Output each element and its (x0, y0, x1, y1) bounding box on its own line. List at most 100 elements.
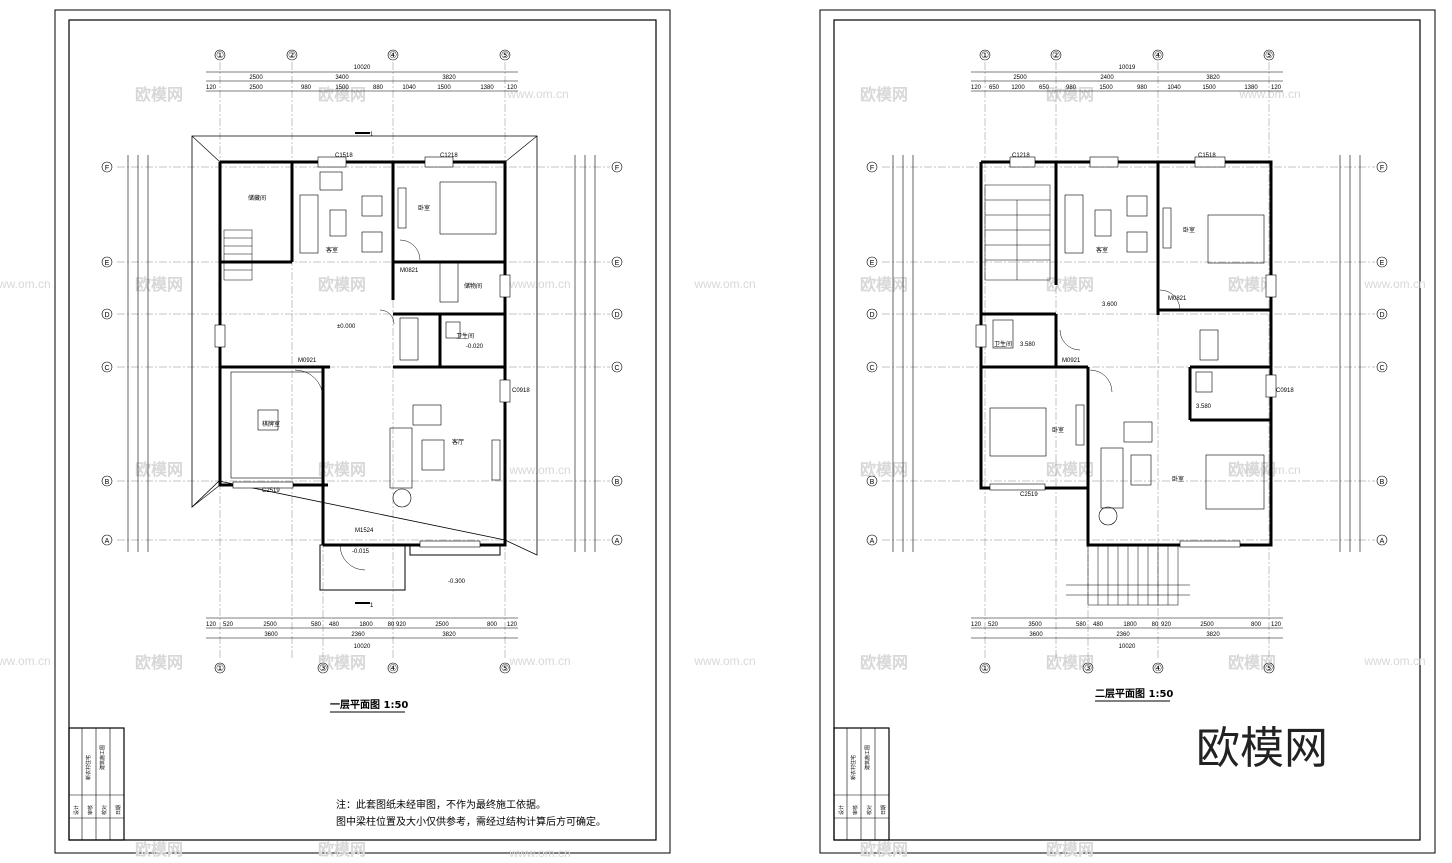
s2-room-bedroom-s: 卧室 (1172, 475, 1184, 483)
dim-bot-1g: 80 (388, 622, 395, 628)
sheet-1-plan: 1 1 ① ② ④ ⑤ ① ③ ④ ⑤ F E D C B A F (101, 49, 623, 828)
tb2-row-4: 日期 (881, 805, 887, 815)
s2-axis-row-D-right: D (1379, 312, 1384, 319)
tb2-project: 新农村住宅 (850, 755, 857, 780)
window-tag-1: C1518 (335, 153, 353, 159)
watermark-brand: 欧模网 (1046, 840, 1094, 859)
section-mark-top: 1 (370, 132, 374, 138)
axis-col-5-top: ⑤ (501, 50, 509, 60)
s2-dim-bot-1f: 1800 (1123, 622, 1137, 628)
s2-dim-top-2f: 1500 (1099, 85, 1113, 91)
s2-level-bath-2: 3.580 (1196, 404, 1212, 410)
sheet-1-title: 一层平面图 1:50 (330, 699, 408, 711)
tb1-row-4: 日期 (116, 805, 122, 815)
note-line-2: 图中梁柱位置及大小仅供参考，需经过结构计算后方可确定。 (336, 815, 606, 828)
s2-dim-bot-1k: 120 (1271, 622, 1282, 628)
dim-bot-2a: 3600 (264, 632, 278, 638)
s2-dim-top-2g: 980 (1137, 85, 1148, 91)
s2-axis-row-A-right: A (1380, 538, 1385, 545)
s2-dim-bot-1a: 120 (971, 622, 982, 628)
watermark-brand: 欧模网 (135, 840, 183, 859)
axis-row-A-left: A (105, 538, 110, 545)
section-mark-bottom: 1 (370, 603, 374, 609)
axis-row-F-left: F (105, 165, 109, 172)
level-ground: ±0.000 (337, 324, 356, 330)
s2-dim-bot-1b: 520 (988, 622, 999, 628)
room-utility: 储物间 (464, 282, 482, 290)
dim-bot-1b: 520 (223, 622, 234, 628)
s2-axis-col-2-top: ② (1052, 50, 1060, 60)
s2-axis-col-5-bottom: ⑤ (1265, 663, 1273, 673)
dim-bot-2c: 3820 (442, 632, 456, 638)
s2-door-tag-2: M0821 (1168, 296, 1187, 302)
axis-row-D-left: D (104, 312, 109, 319)
watermark-url: www.om.cn (0, 277, 51, 291)
watermark-brand: 欧模网 (318, 840, 366, 859)
sheet-1-outer-border (54, 9, 671, 854)
axis-col-1-top: ① (216, 50, 224, 60)
s2-axis-row-C-left: C (869, 365, 874, 372)
axis-row-B-right: B (615, 479, 620, 486)
dim-bot-1d: 580 (311, 622, 322, 628)
watermark-url: www.om.cn (508, 277, 570, 291)
watermark-brand: 欧模网 (1046, 460, 1094, 479)
watermark-brand: 欧模网 (135, 460, 183, 479)
s2-dim-top-2k: 120 (1271, 85, 1282, 91)
s2-door-tag-1: M0921 (1062, 358, 1081, 364)
door-tag-1: M0921 (298, 358, 317, 364)
watermark-url: www.om.cn (693, 654, 755, 668)
door-tag-2: M0821 (400, 268, 419, 274)
s2-dim-top-1a: 2500 (1013, 75, 1027, 81)
room-storage: 储藏间 (248, 194, 266, 202)
door-tag-3: M1524 (355, 528, 374, 534)
tb2-row-2: 审核 (852, 805, 859, 815)
s2-window-tag-3: C2519 (1020, 492, 1038, 498)
s2-dim-top-2a: 120 (971, 85, 982, 91)
s2-axis-row-B-left: B (870, 479, 875, 486)
dim-top-2b: 2500 (249, 85, 263, 91)
dim-bot-1f: 1800 (359, 622, 373, 628)
watermark-url: www.om.cn (508, 846, 570, 860)
sheet-2-inner-border (833, 19, 1421, 841)
axis-col-4-bottom: ④ (389, 663, 397, 673)
sheet-2-outer-border (819, 9, 1436, 854)
watermark-brand: 欧模网 (860, 85, 908, 104)
watermark-url: www.om.cn (1238, 87, 1300, 101)
dim-bot-total: 10020 (354, 644, 371, 650)
s2-dim-top-2e: 980 (1066, 85, 1077, 91)
watermark-brand: 欧模网 (860, 460, 908, 479)
watermark-brand: 欧模网 (1046, 85, 1094, 104)
dim-top-2a: 120 (206, 85, 217, 91)
watermark-url: www.om.cn (508, 463, 570, 477)
brand-logo: 欧模网 (1196, 723, 1328, 774)
watermark-url: www.om.cn (1363, 277, 1425, 291)
watermark-url: www.om.cn (508, 654, 570, 668)
s2-dim-bot-1i: 2500 (1200, 622, 1214, 628)
dim-top-2f: 1040 (402, 85, 416, 91)
title-block-1: 新农村住宅 建筑施工图 设计 审核 校对 日期 (68, 727, 125, 841)
tb2-row-1: 设计 (838, 805, 845, 815)
s2-dim-top-2d: 650 (1039, 85, 1050, 91)
s2-dim-top-2h: 1040 (1167, 85, 1181, 91)
watermark-url: www.om.cn (0, 654, 51, 668)
sheet-1-inner-border (68, 19, 657, 841)
watermark-brand: 欧模网 (318, 460, 366, 479)
sheet-2-plan: ① ② ④ ⑤ ① ③ ④ ⑤ F E D C B A F E D C B A … (866, 49, 1388, 702)
room-guest: 客室 (326, 246, 338, 254)
dim-top-2h: 1380 (480, 85, 494, 91)
dim-top-2e: 880 (373, 85, 384, 91)
tb1-project: 新农村住宅 (85, 755, 92, 780)
s2-window-tag-2: C1518 (1198, 153, 1216, 159)
watermark-brand: 欧模网 (318, 275, 366, 294)
watermark-url: www.om.cn (693, 277, 755, 291)
dim-top-2i: 120 (507, 85, 518, 91)
s2-level-floor: 3.600 (1102, 302, 1118, 308)
watermark-brand: 欧模网 (318, 85, 366, 104)
s2-axis-row-A-left: A (870, 538, 875, 545)
dim-bot-1i: 2500 (435, 622, 449, 628)
s2-dim-bot-1h: 920 (1161, 622, 1172, 628)
s2-dim-bot-1e: 480 (1093, 622, 1104, 628)
watermark-brand: 欧模网 (135, 653, 183, 672)
dim-top-2c: 980 (301, 85, 312, 91)
tb1-row-1: 设计 (73, 805, 80, 815)
